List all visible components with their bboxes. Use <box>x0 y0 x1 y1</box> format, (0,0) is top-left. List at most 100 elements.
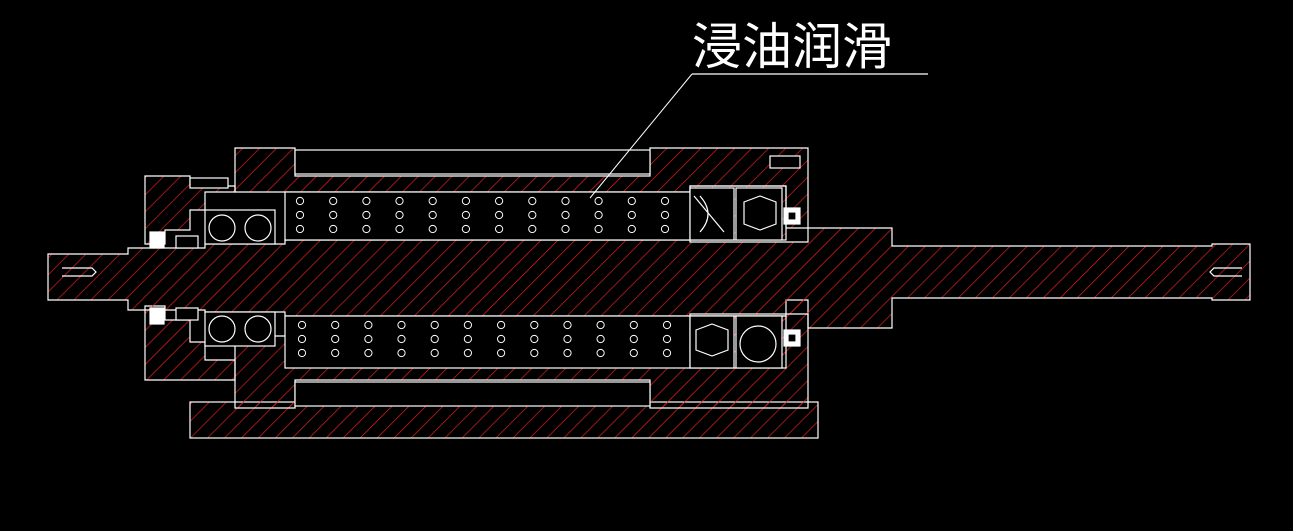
lower-cage-ball <box>563 334 572 344</box>
upper-cage-ball <box>395 210 404 220</box>
lower-cage-ball <box>297 320 307 330</box>
left-nut-upper <box>175 235 199 249</box>
upper-oil-sleeve <box>294 149 651 175</box>
lower-cage-ball <box>530 320 539 330</box>
annotation-callout: 浸油润滑 <box>589 18 928 199</box>
lower-cage-ball <box>331 348 340 358</box>
upper-cage-ball <box>329 210 338 220</box>
lower-cage-ball <box>430 320 439 330</box>
upper-ball-cage <box>284 191 691 241</box>
upper-cage-ball <box>495 224 504 234</box>
lower-cage-ball <box>397 348 406 358</box>
left-nut-lower <box>175 307 199 321</box>
lower-cage-ball <box>662 320 672 330</box>
upper-cage-ball <box>561 210 570 220</box>
upper-cage-ball <box>395 224 404 234</box>
lower-cage-ball <box>364 334 373 344</box>
upper-cage-ball <box>395 196 404 206</box>
upper-cage-ball <box>362 210 371 220</box>
lower-cage-ball <box>397 334 406 344</box>
upper-cage-ball <box>329 224 338 234</box>
left-seal-lower <box>149 307 165 325</box>
lower-cage-ball <box>563 320 572 330</box>
upper-cage-ball <box>561 196 570 206</box>
upper-cage-ball <box>594 196 603 206</box>
right-bearing-ball-lower <box>739 325 777 363</box>
lower-cage-ball <box>662 334 672 344</box>
lower-ball-cage <box>284 315 691 369</box>
lower-cage-ball <box>596 320 605 330</box>
lower-cage-ball <box>530 334 539 344</box>
lower-cage-ball <box>430 348 439 358</box>
upper-cage-ball <box>362 224 371 234</box>
upper-cage-ball <box>660 196 670 206</box>
left-seal-upper <box>149 231 165 249</box>
top-screw-right <box>769 155 801 169</box>
upper-cage-ball <box>594 210 603 220</box>
lower-cage-ball <box>430 334 439 344</box>
lower-cage-ball <box>530 348 539 358</box>
lower-cage-ball <box>596 334 605 344</box>
upper-cage-ball <box>627 210 636 220</box>
upper-cage-ball <box>495 210 504 220</box>
upper-cage-ball <box>660 224 670 234</box>
leader-line <box>589 73 693 199</box>
lower-cage-ball <box>629 348 638 358</box>
upper-cage-ball <box>295 224 305 234</box>
lower-cage-ball <box>297 334 307 344</box>
left-keyway <box>62 267 97 277</box>
right-keyway <box>1209 267 1242 277</box>
upper-cage-ball <box>295 196 305 206</box>
lower-cage-ball <box>463 334 472 344</box>
upper-cage-ball <box>528 196 537 206</box>
upper-cage-ball <box>461 196 470 206</box>
right-bearing-roller-lower <box>695 323 729 357</box>
upper-cage-ball <box>660 210 670 220</box>
upper-cage-ball <box>627 224 636 234</box>
upper-cage-ball <box>461 210 470 220</box>
left-bearing-ball-upper <box>208 214 236 242</box>
lower-cage-ball <box>463 320 472 330</box>
annotation-label: 浸油润滑 <box>692 18 892 76</box>
lower-cage-ball <box>629 320 638 330</box>
right-bearing-ball-upper <box>693 195 725 233</box>
lower-cage-ball <box>596 348 605 358</box>
upper-cage-ball <box>428 210 437 220</box>
upper-cage-ball <box>561 224 570 234</box>
lower-cage-ball <box>497 320 506 330</box>
lower-cage-ball <box>397 320 406 330</box>
upper-cage-ball <box>528 210 537 220</box>
lower-oil-sleeve <box>294 381 651 407</box>
upper-cage-ball <box>428 196 437 206</box>
upper-cage-ball <box>594 224 603 234</box>
upper-cage-ball <box>362 196 371 206</box>
lower-cage-ball <box>364 320 373 330</box>
upper-cage-ball <box>627 196 636 206</box>
upper-cage-ball <box>428 224 437 234</box>
upper-cage-ball <box>295 210 305 220</box>
lower-cage-ball <box>331 334 340 344</box>
lower-cage-ball <box>662 348 672 358</box>
left-bearing-ball-lower <box>208 315 236 343</box>
left-bearing-ball-upper-2 <box>244 214 272 242</box>
top-screw-left <box>189 177 229 189</box>
lower-cage-ball <box>364 348 373 358</box>
lower-cage-ball <box>629 334 638 344</box>
lower-cage-ball <box>563 348 572 358</box>
upper-cage-ball <box>528 224 537 234</box>
lower-cage-ball <box>497 348 506 358</box>
right-seal-lower-core <box>787 333 797 343</box>
upper-cage-ball <box>495 196 504 206</box>
right-bearing-roller-upper <box>743 195 777 231</box>
lower-cage-ball <box>463 348 472 358</box>
upper-cage-ball <box>329 196 338 206</box>
left-bearing-ball-lower-2 <box>244 315 272 343</box>
right-bearing-upper-a <box>689 187 735 241</box>
upper-cage-ball <box>461 224 470 234</box>
lower-cage-ball <box>331 320 340 330</box>
right-seal-upper-core <box>787 211 797 221</box>
ball-grid <box>295 196 672 358</box>
lower-cage-ball <box>497 334 506 344</box>
lower-cage-ball <box>297 348 307 358</box>
